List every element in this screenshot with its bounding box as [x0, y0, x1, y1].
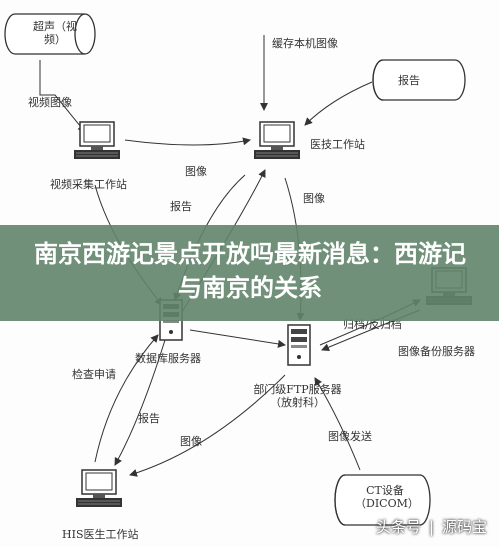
edge-ftp-to-his: [129, 374, 286, 477]
watermark-divider: |: [428, 518, 434, 536]
ct-device-label: CT设备（DICOM）: [355, 484, 419, 510]
tech-ws-label: 医技工作站: [310, 138, 365, 151]
ct-cylinder: [334, 474, 431, 526]
edge-label-image-3: 图像: [180, 435, 202, 448]
tech-ws-computer-icon: [253, 121, 301, 160]
report-storage-label: 报告: [398, 74, 420, 87]
db-server-label: 数据库服务器: [135, 352, 201, 365]
edge-db-to-his: [114, 339, 166, 466]
backup-server-label: 图像备份服务器: [398, 345, 475, 358]
ultrasound-cylinder: [4, 13, 96, 55]
video-ws-computer-icon: [73, 121, 121, 160]
his-ws-label: HIS医生工作站: [62, 528, 139, 541]
report-cylinder: [372, 59, 466, 101]
edge-his-to-db: [94, 334, 159, 463]
his-ws-computer-icon: [75, 469, 123, 508]
archive-label: 归档/反归档: [343, 318, 402, 331]
edge-ct-to-ftp: [314, 377, 361, 471]
video-ws-label: 视频采集工作站: [50, 178, 127, 191]
watermark-right: 源码宝: [441, 518, 487, 536]
watermark-left: 头条号: [375, 518, 421, 536]
watermark: 头条号 | 源码宝: [368, 516, 487, 537]
ultrasound-label: 超声（视频）: [33, 20, 77, 46]
edge-report-to-tech: [304, 81, 373, 126]
ftp-server-icon: [287, 324, 311, 366]
edge-label-image-send: 图像发送: [328, 430, 372, 443]
edge-label-report-1: 报告: [170, 200, 192, 213]
edge-label-image-1: 图像: [185, 165, 207, 178]
edge-video-to-tech: [124, 137, 251, 146]
edge-label-report-2: 报告: [138, 412, 160, 425]
edge-ultrasound-to-video: [39, 60, 86, 133]
banner-title: 南京西游记景点开放吗最新消息：西游记与南京的关系: [34, 240, 466, 302]
ftp-server-label: 部门级FTP服务器（放射科）: [253, 383, 342, 409]
video-image-label: 视频图像: [28, 96, 72, 109]
cache-local-label: 缓存本机图像: [272, 37, 338, 50]
edge-label-check-request: 检查申请: [72, 368, 116, 381]
edge-label-image-2: 图像: [303, 192, 325, 205]
edge-db-to-ftp: [189, 329, 286, 348]
title-banner: 南京西游记景点开放吗最新消息：西游记与南京的关系: [0, 225, 499, 321]
